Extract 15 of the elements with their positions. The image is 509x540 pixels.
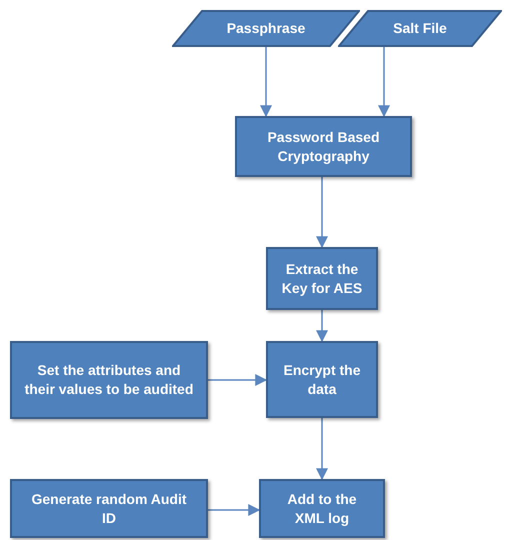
- arrow: [260, 47, 272, 118]
- process-box: Add to the XML log: [259, 479, 385, 538]
- arrow: [208, 374, 268, 386]
- process-box: Generate random Audit ID: [10, 479, 208, 538]
- input-parallelogram: Passphrase: [172, 10, 360, 47]
- arrow: [208, 504, 260, 516]
- arrow: [316, 177, 328, 248]
- arrow: [316, 310, 328, 342]
- process-box: Set the attributes and their values to be audited: [10, 341, 208, 419]
- input-parallelogram: Salt File: [338, 10, 502, 47]
- arrow: [316, 418, 328, 480]
- process-box: Password Based Cryptography: [235, 116, 412, 177]
- process-box: Extract the Key for AES: [266, 247, 378, 310]
- process-box: Encrypt the data: [266, 341, 378, 418]
- arrow: [378, 47, 390, 118]
